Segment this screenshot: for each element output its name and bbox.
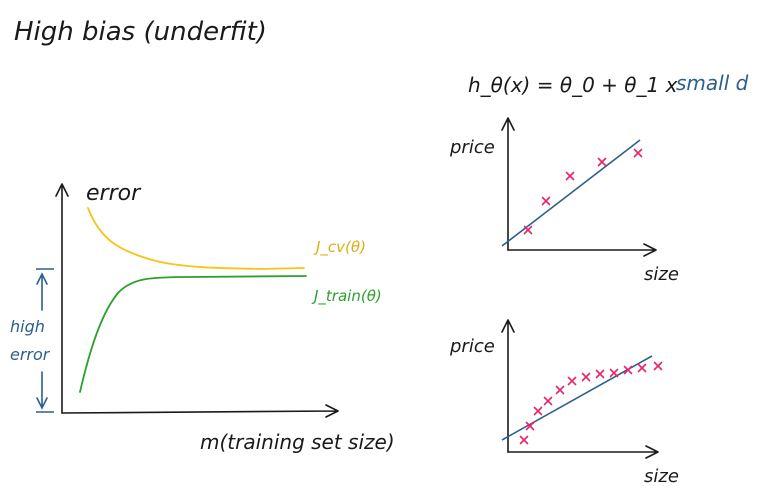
bottom-plot-point	[595, 369, 605, 379]
top-plot-x-label: size	[644, 264, 679, 285]
top-plot-point	[523, 225, 533, 235]
bottom-plot-point	[623, 365, 633, 375]
bottom-plot-points	[519, 361, 663, 445]
bottom-plot-point	[653, 361, 663, 371]
bottom-plot-point	[609, 368, 619, 378]
top-plot-y-label: price	[449, 137, 495, 158]
bottom-plot-point	[543, 396, 553, 406]
bottom-plot-point	[637, 363, 647, 373]
top-plot-x-axis	[507, 243, 657, 257]
top-plot-point	[597, 157, 607, 167]
learning-curve-y-label: error	[86, 181, 142, 206]
high-error-label-line2: error	[10, 345, 51, 364]
top-plot-points	[523, 148, 643, 235]
cv-error-label: J_cv(θ)	[313, 238, 366, 257]
high-error-label-line1: high	[10, 317, 45, 336]
learning-curve-x-label: m(training set size)	[200, 430, 395, 454]
bottom-plot-x-label: size	[644, 466, 679, 487]
learning-curve: error m(training set size) J_cv(θ) J_tra…	[10, 181, 395, 454]
bottom-plot: price size	[449, 319, 679, 487]
hypothesis-formula: h_θ(x) = θ_0 + θ_1 x	[468, 73, 678, 97]
bottom-plot-point	[519, 435, 529, 445]
bottom-plot-point	[567, 376, 577, 386]
top-plot-y-axis	[501, 117, 515, 251]
bottom-plot-y-axis	[501, 319, 515, 453]
bottom-plot-point	[525, 421, 535, 431]
learning-curve-y-axis	[55, 183, 69, 414]
train-error-curve	[79, 275, 307, 393]
high-error-bracket	[36, 268, 54, 413]
top-plot: price size	[449, 117, 679, 285]
bottom-plot-point	[533, 406, 543, 416]
top-plot-fit-line	[501, 139, 641, 247]
hypothesis-note: small d	[676, 71, 749, 95]
bottom-plot-point	[555, 385, 565, 395]
learning-curve-x-axis	[61, 404, 339, 418]
bottom-plot-x-axis	[507, 445, 659, 459]
bottom-plot-point	[581, 372, 591, 382]
top-plot-point	[565, 171, 575, 181]
train-error-label: J_train(θ)	[311, 287, 382, 306]
page-title: High bias (underfit)	[14, 17, 267, 47]
cv-error-curve	[87, 207, 305, 270]
top-plot-point	[633, 148, 643, 158]
top-plot-point	[541, 196, 551, 206]
bottom-plot-y-label: price	[449, 336, 495, 357]
